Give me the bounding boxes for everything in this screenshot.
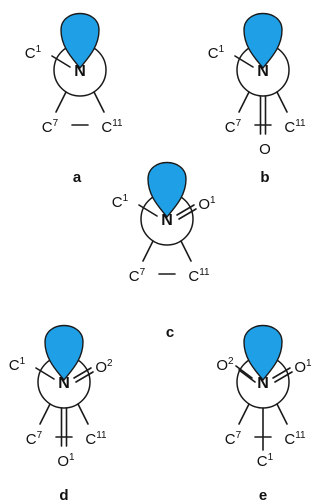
back-bond-left xyxy=(238,403,250,425)
lone-pair-orbital-lobe xyxy=(243,12,283,70)
lone-pair-orbital-lobe xyxy=(243,324,283,382)
back-bond-right xyxy=(180,240,192,262)
nitrogen-atom: N xyxy=(161,212,173,229)
atom-left: C1 xyxy=(25,44,42,62)
atom-right: O1 xyxy=(198,195,216,213)
atom-left: C1 xyxy=(9,356,26,374)
double-bond-right-1 xyxy=(176,204,195,216)
back-bond-right xyxy=(93,91,105,113)
atom-bottom: O xyxy=(259,141,271,158)
atom-bottom-left: C7 xyxy=(129,267,146,285)
double-bond-right-2 xyxy=(75,371,94,383)
double-bond-upper-left-1 xyxy=(235,365,253,379)
atom-bottom-left: C7 xyxy=(42,118,59,136)
panel-label-b: b xyxy=(260,169,269,186)
lone-pair-orbital-lobe xyxy=(44,324,84,382)
panel-label-a: a xyxy=(73,169,82,186)
lone-pair-orbital-lobe xyxy=(147,161,187,219)
bond-to-left xyxy=(35,367,55,380)
atom-bottom: O1 xyxy=(57,452,75,470)
back-bond-right xyxy=(77,403,89,425)
double-bond-right-2 xyxy=(178,208,197,220)
atom-upper-left: O2 xyxy=(216,356,234,374)
double-bond-right-2 xyxy=(274,371,293,383)
atom-bottom-right: C11 xyxy=(284,430,306,448)
atom-left: C1 xyxy=(208,44,225,62)
nitrogen-atom: N xyxy=(257,63,269,80)
panel-label-c: c xyxy=(166,324,174,341)
atom-right: O2 xyxy=(95,358,113,376)
back-bond-left xyxy=(142,240,154,262)
atom-bottom: C1 xyxy=(257,452,274,470)
back-bond-right xyxy=(276,91,288,113)
atom-bottom-left: C7 xyxy=(225,430,242,448)
atom-left: C1 xyxy=(112,193,129,211)
back-bond-right xyxy=(276,403,288,425)
bond-to-left xyxy=(138,204,158,217)
nitrogen-atom: N xyxy=(74,63,86,80)
atom-bottom-left: C7 xyxy=(225,118,242,136)
atom-bottom-left: C7 xyxy=(26,430,43,448)
atom-bottom-right: C11 xyxy=(101,118,123,136)
lone-pair-orbital-lobe xyxy=(60,12,100,70)
double-bond-right-1 xyxy=(272,367,291,379)
panel-label-e: e xyxy=(259,487,267,504)
atom-right: O1 xyxy=(294,358,312,376)
atom-bottom-right: C11 xyxy=(85,430,107,448)
double-bond-right-1 xyxy=(73,367,92,379)
back-bond-left xyxy=(238,91,250,113)
bond-to-left xyxy=(234,55,254,68)
back-bond-left xyxy=(55,91,67,113)
double-bond-upper-left-2 xyxy=(238,369,256,383)
nitrogen-atom: N xyxy=(257,375,269,392)
panel-label-d: d xyxy=(59,487,68,504)
atom-bottom-right: C11 xyxy=(284,118,306,136)
bond-to-left xyxy=(51,55,71,68)
atom-bottom-right: C11 xyxy=(188,267,210,285)
back-bond-left xyxy=(39,403,51,425)
nitrogen-atom: N xyxy=(58,375,70,392)
